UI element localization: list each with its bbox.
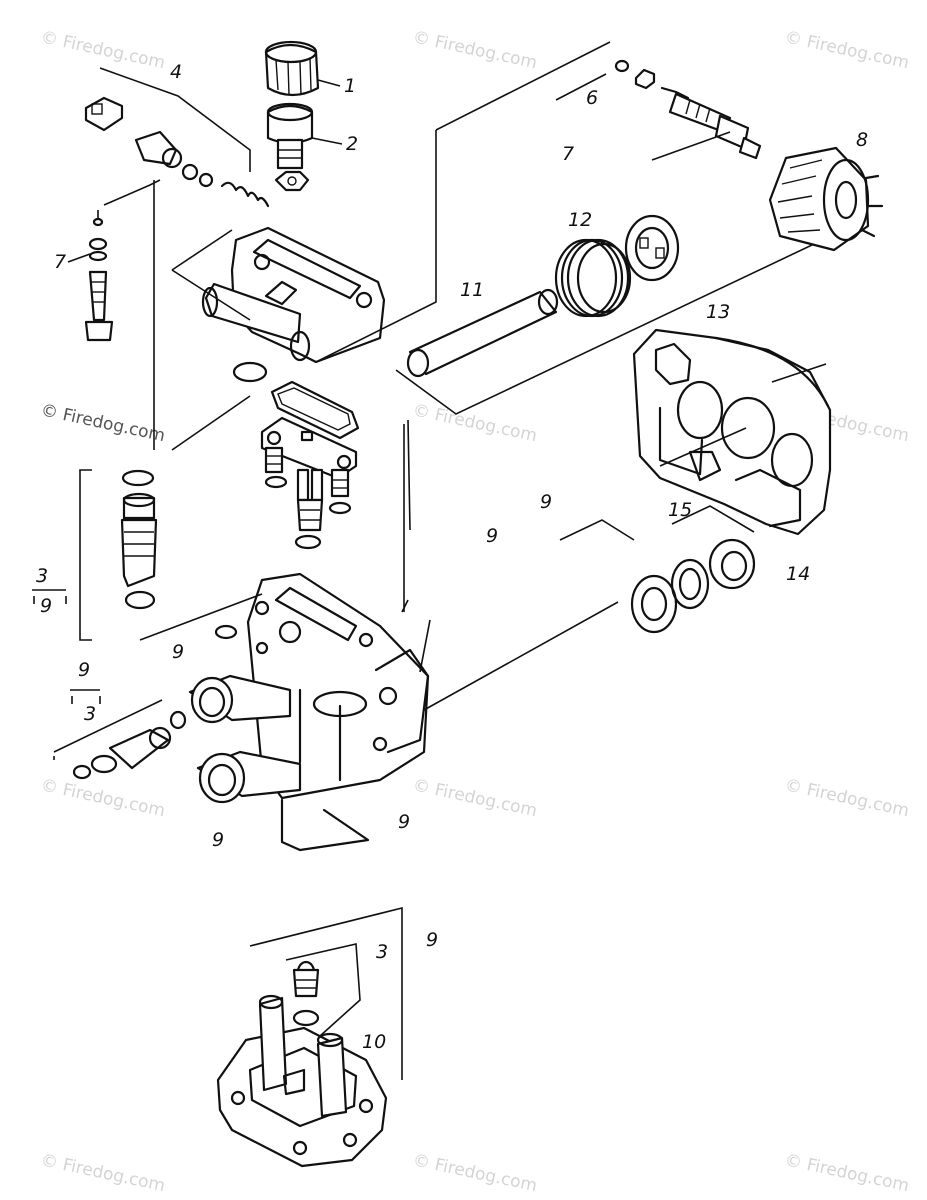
callout-9-fitting: 9 xyxy=(212,829,224,851)
callouts: 1 2 4 6 7 7 8 11 12 13 14 15 9 9 3 9 9 9… xyxy=(32,61,868,1053)
watermark-bottom-center: © Firedog.com xyxy=(411,1150,539,1196)
watermark-low-center: © Firedog.com xyxy=(411,775,539,821)
watermark-top-right: © Firedog.com xyxy=(783,27,911,73)
watermark-bottom-left: © Firedog.com xyxy=(39,1150,167,1196)
watermark-top-left: © Firedog.com xyxy=(39,27,167,73)
callout-9-seals: 9 xyxy=(540,491,552,513)
watermark-mid-center: © Firedog.com xyxy=(411,400,539,446)
callout-9-center: 9 xyxy=(486,525,498,547)
leader-lines xyxy=(139,41,611,641)
callout-1: 1 xyxy=(344,75,356,97)
watermark-bottom-right: © Firedog.com xyxy=(783,1150,911,1196)
callout-3-left: 3 xyxy=(36,565,48,587)
callout-7-left: 7 xyxy=(54,251,66,273)
upper-manifold xyxy=(171,226,386,364)
callout-13: 13 xyxy=(706,301,730,323)
callout-2: 2 xyxy=(346,133,358,155)
spring-retainer xyxy=(624,214,680,282)
watermark-top-center: © Firedog.com xyxy=(411,27,539,73)
callout-11: 11 xyxy=(460,279,484,301)
oring-upper xyxy=(232,361,268,383)
nut xyxy=(274,170,310,192)
callout-3-piston: 3 xyxy=(84,703,96,725)
part-8-gear xyxy=(768,146,884,252)
callout-6: 6 xyxy=(586,87,598,109)
part-10-lower-housing xyxy=(216,906,403,1168)
seal-stack xyxy=(559,505,756,634)
unloader-piston xyxy=(53,699,187,780)
callout-10: 10 xyxy=(362,1031,386,1053)
callout-9-gasket: 9 xyxy=(398,811,410,833)
callout-7-right: 7 xyxy=(562,143,574,165)
pump-head xyxy=(188,572,619,852)
watermark-low-right: © Firedog.com xyxy=(783,775,911,821)
part-4-unloader-group xyxy=(84,67,270,208)
callout-9-left: 9 xyxy=(40,595,52,617)
callout-14: 14 xyxy=(786,563,810,585)
watermark-low-left: © Firedog.com xyxy=(39,775,167,821)
callout-9-piston: 9 xyxy=(78,659,90,681)
callout-9-lower: 9 xyxy=(426,929,438,951)
callout-3-lower: 3 xyxy=(376,941,388,963)
part-13-14-crankcase xyxy=(632,328,832,536)
part-1-cap xyxy=(264,40,320,97)
callout-4: 4 xyxy=(170,61,182,83)
callout-9-oring: 9 xyxy=(172,641,184,663)
callout-15: 15 xyxy=(668,499,692,521)
part-12-spring xyxy=(554,238,632,318)
part-3-check-valve-left xyxy=(79,469,158,641)
callout-12: 12 xyxy=(568,209,592,231)
part-7-bolt-left xyxy=(84,179,161,342)
callout-8: 8 xyxy=(856,129,868,151)
part-2-knob xyxy=(266,102,314,170)
oring-small-left xyxy=(214,624,238,640)
gasket-plate xyxy=(270,380,360,440)
valve-plate xyxy=(171,395,411,550)
part-7-valve-stem-right xyxy=(555,59,762,161)
watermark-mid-left: © Firedog.com xyxy=(39,400,167,446)
